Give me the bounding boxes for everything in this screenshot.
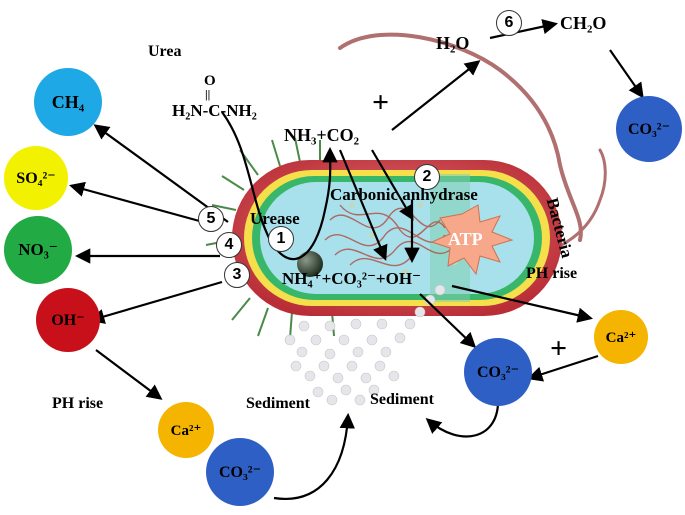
co3-topright-circle: CO₃²⁻ <box>616 96 682 162</box>
ph-rise-right-label: PH rise <box>526 265 578 282</box>
co3-bottom-circle: CO₃²⁻ <box>206 438 274 506</box>
ch4-circle: CH₄ <box>34 68 102 136</box>
so4-circle: SO₄²⁻ <box>4 146 68 210</box>
reaction-arrows <box>69 19 644 500</box>
urea-label: Urea <box>148 43 182 60</box>
bacterial-cell <box>232 160 562 316</box>
urease-label: Urease <box>250 209 300 228</box>
nh3-co2-label: NH₃+CO₂ <box>284 125 360 145</box>
no3-circle: NO₃⁻ <box>4 216 72 284</box>
ca-bottom-label: Ca²⁺ <box>170 422 202 439</box>
co3-right-label: CO₃²⁻ <box>476 364 520 381</box>
step-number-3: 3 <box>224 262 250 288</box>
step-number-4: 4 <box>216 232 242 258</box>
plus-bottom: + <box>550 332 568 365</box>
so4-label: SO₄²⁻ <box>16 170 56 187</box>
sediment-right-label: Sediment <box>370 391 434 408</box>
step-number-6: 6 <box>496 10 522 36</box>
sediment-center-label: Sediment <box>246 395 310 412</box>
h2o-label: H₂O <box>436 33 470 53</box>
urea-formula-oxygen: O <box>204 73 216 89</box>
sediment-particles <box>284 284 446 406</box>
flagellum <box>338 32 583 242</box>
ch4-label: CH₄ <box>51 91 85 112</box>
no3-label: NO₃⁻ <box>18 240 58 259</box>
atp-label: ATP <box>448 229 483 249</box>
step-number-5: 5 <box>198 206 224 232</box>
oh-circle: OH⁻ <box>36 288 100 352</box>
plus-top: + <box>372 86 390 119</box>
co3-right-circle: CO₃²⁻ <box>464 338 532 406</box>
step-number-1: 1 <box>268 226 294 252</box>
urea-formula: H₂N-C-NH₂ <box>172 101 257 120</box>
products-label: NH₄⁺+CO₃²⁻+OH⁻ <box>282 269 422 288</box>
co3-topright-label: CO₃²⁻ <box>627 121 671 138</box>
atp-burst <box>430 204 514 276</box>
ph-rise-left-label: PH rise <box>52 395 104 412</box>
co3-bottom-label: CO₃²⁻ <box>218 464 262 481</box>
ca-right-label: Ca²⁺ <box>605 329 637 346</box>
ch2o-label: CH₂O <box>560 13 607 33</box>
urea-formula-double-bond: || <box>205 87 211 101</box>
step-number-2: 2 <box>414 164 440 190</box>
ca-right-circle: Ca²⁺ <box>594 310 648 364</box>
dna-tangle <box>324 204 451 267</box>
oh-label: OH⁻ <box>51 312 85 329</box>
carbonic-anhydrase-label: Carbonic anhydrase <box>330 185 478 204</box>
ribosome-sphere <box>297 251 323 277</box>
ca-bottom-circle: Ca²⁺ <box>158 402 214 458</box>
